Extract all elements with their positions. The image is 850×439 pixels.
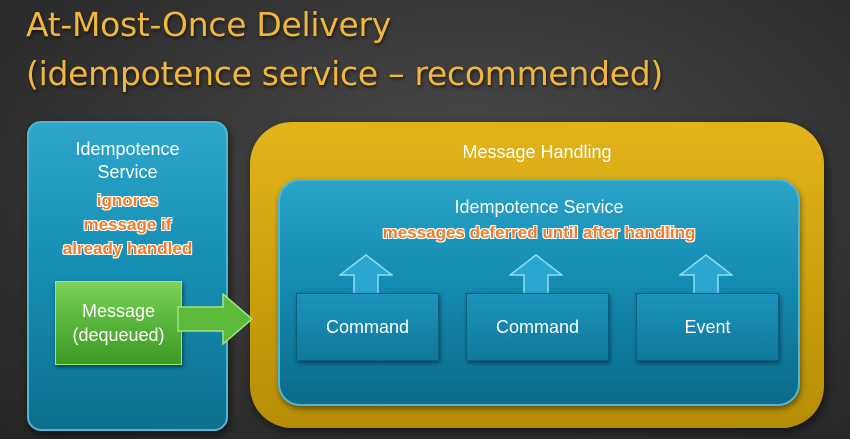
idempotence-service-title-line2: Service bbox=[97, 162, 158, 182]
note-line3: already handled bbox=[62, 239, 193, 258]
up-arrow-icon bbox=[339, 254, 393, 296]
idempotence-service-note: ignores message if already handled bbox=[29, 189, 226, 261]
command-handler-box: Command bbox=[296, 293, 439, 361]
right-arrow-icon bbox=[177, 293, 253, 345]
event-handler-box: Event bbox=[636, 293, 779, 361]
message-label: Message bbox=[81, 301, 156, 321]
note-line2: message if bbox=[83, 215, 172, 234]
inner-idempotence-service-note: messages deferred until after handling bbox=[382, 223, 696, 242]
slide-subtitle: (idempotence service – recommended) bbox=[26, 54, 663, 93]
idempotence-service-title: Idempotence Service bbox=[29, 138, 226, 184]
idempotence-service-box: Idempotence Service ignores message if a… bbox=[27, 121, 228, 431]
inner-idempotence-service-title: Idempotence Service bbox=[454, 197, 624, 217]
note-line1: ignores bbox=[96, 191, 159, 210]
message-status: (dequeued) bbox=[72, 325, 165, 345]
inner-idempotence-service-box: Idempotence Service messages deferred un… bbox=[278, 179, 800, 406]
up-arrow-icon bbox=[509, 254, 563, 296]
command-handler-box: Command bbox=[466, 293, 609, 361]
message-handling-title: Message Handling bbox=[462, 142, 612, 162]
slide-title: At-Most-Once Delivery bbox=[26, 5, 391, 44]
up-arrow-icon bbox=[679, 254, 733, 296]
message-handling-box: Message Handling Idempotence Service mes… bbox=[250, 122, 824, 428]
message-dequeued-box: Message (dequeued) bbox=[55, 281, 182, 365]
idempotence-service-title-line1: Idempotence bbox=[75, 139, 180, 159]
